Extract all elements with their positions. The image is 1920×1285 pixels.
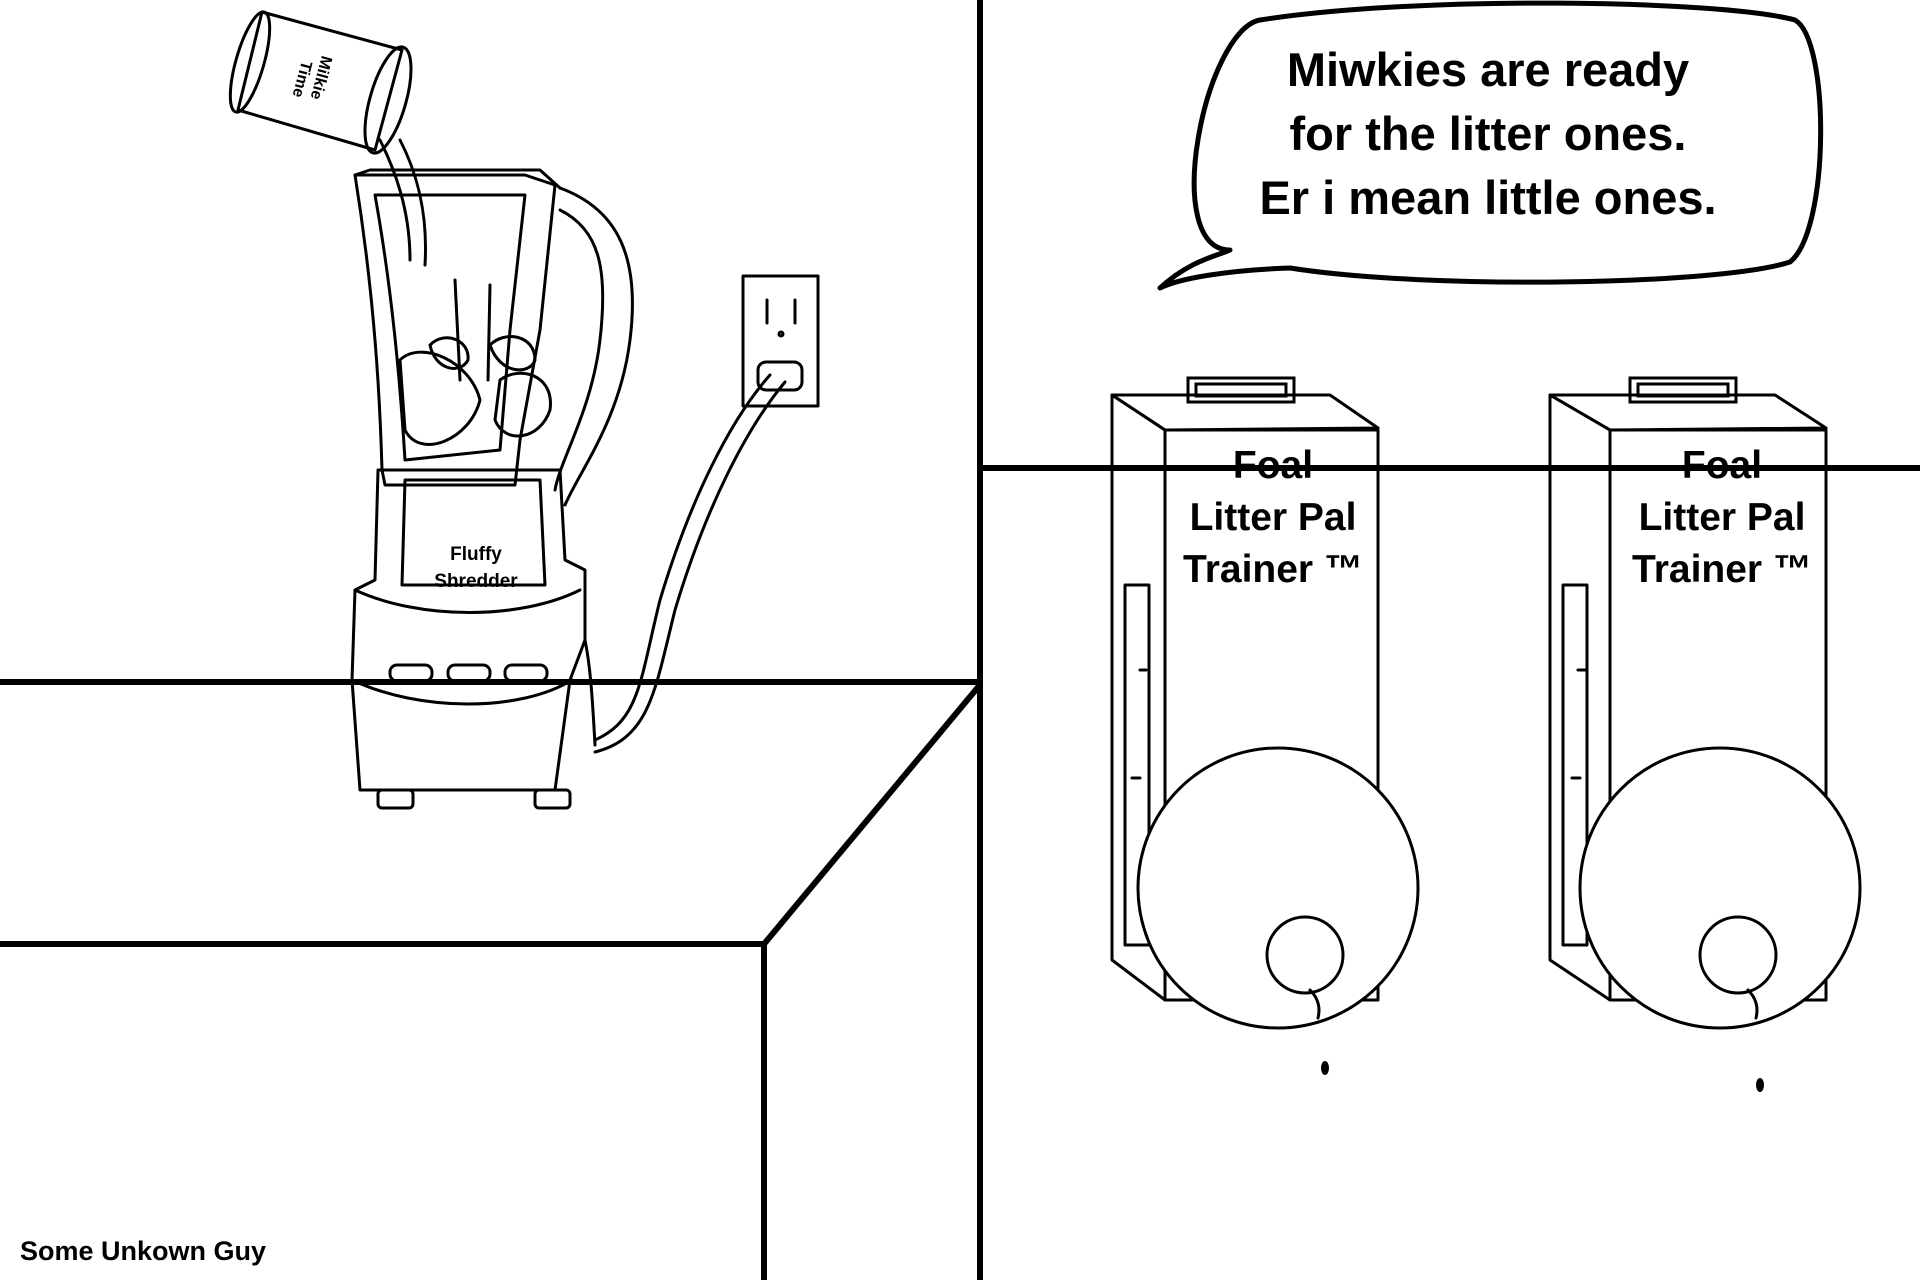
- speech-bubble: [1157, 0, 1824, 291]
- box2-line3: Trainer ™: [1632, 548, 1812, 591]
- box1-line2: Litter Pal: [1190, 496, 1357, 539]
- counter: [0, 679, 984, 1283]
- box2-line1: Foal: [1682, 444, 1762, 487]
- blender-label-line2: Shredder: [434, 571, 518, 592]
- artist-credit: Some Unkown Guy: [20, 1236, 266, 1266]
- litter-trainer-box-1: [1110, 376, 1420, 1075]
- blender-label-line1: Fluffy: [450, 544, 502, 565]
- bubble-line3: Er i mean little ones.: [1259, 171, 1716, 224]
- blender: [350, 168, 634, 810]
- power-cord: [593, 373, 787, 754]
- box1-line3: Trainer ™: [1183, 548, 1363, 591]
- box1-line1: Foal: [1233, 444, 1313, 487]
- bubble-line2: for the litter ones.: [1290, 107, 1687, 160]
- litter-trainer-box-2: [1548, 376, 1862, 1092]
- box2-line2: Litter Pal: [1639, 496, 1806, 539]
- bubble-line1: Miwkies are ready: [1287, 43, 1689, 96]
- milk-cup: [228, 10, 427, 267]
